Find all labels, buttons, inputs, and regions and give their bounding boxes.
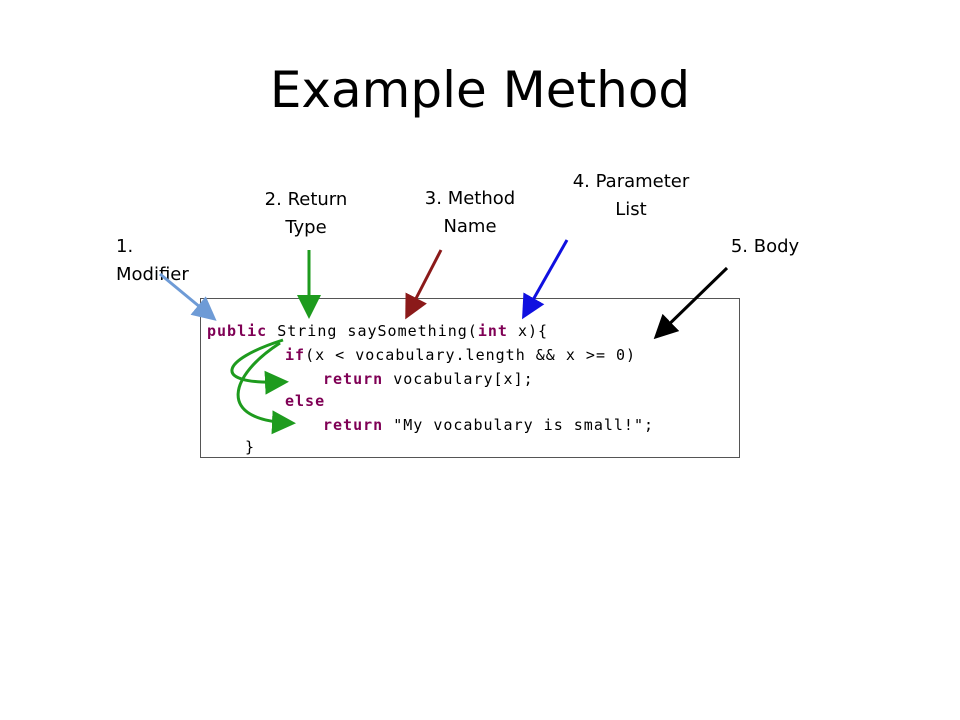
- slide-title: Example Method: [269, 61, 691, 119]
- code-keyword-else: else: [285, 392, 326, 410]
- code-keyword-return: return: [323, 370, 384, 388]
- code-keyword-int: int: [477, 322, 508, 340]
- label-body: 5. Body: [730, 236, 800, 257]
- label-parameter-list: 4. Parameter List: [572, 171, 690, 220]
- label-modifier: 1. Modifier: [116, 236, 189, 285]
- code-text-signature: String saySomething(: [267, 322, 478, 340]
- code-text-close-brace: }: [245, 438, 256, 456]
- code-line-else: else: [285, 391, 325, 411]
- label-return-type: 2. Return Type: [264, 189, 348, 238]
- code-line-return-1: return vocabulary[x];: [323, 369, 534, 389]
- code-box: public String saySomething(int x){ if(x …: [200, 298, 740, 458]
- code-line-close: }: [245, 437, 255, 457]
- code-keyword-return: return: [323, 416, 384, 434]
- code-line-signature: public String saySomething(int x){: [207, 321, 548, 341]
- code-text-return-1: vocabulary[x];: [383, 370, 534, 388]
- label-method-name: 3. Method Name: [424, 188, 516, 237]
- code-text-param: x){: [507, 322, 549, 340]
- code-line-if: if(x < vocabulary.length && x >= 0): [285, 345, 636, 365]
- code-line-return-2: return "My vocabulary is small!";: [323, 415, 654, 435]
- code-keyword-public: public: [207, 322, 268, 340]
- code-text-return-2: "My vocabulary is small!";: [383, 416, 655, 434]
- code-keyword-if: if: [285, 346, 306, 364]
- code-text-condition: (x < vocabulary.length && x >= 0): [305, 346, 637, 364]
